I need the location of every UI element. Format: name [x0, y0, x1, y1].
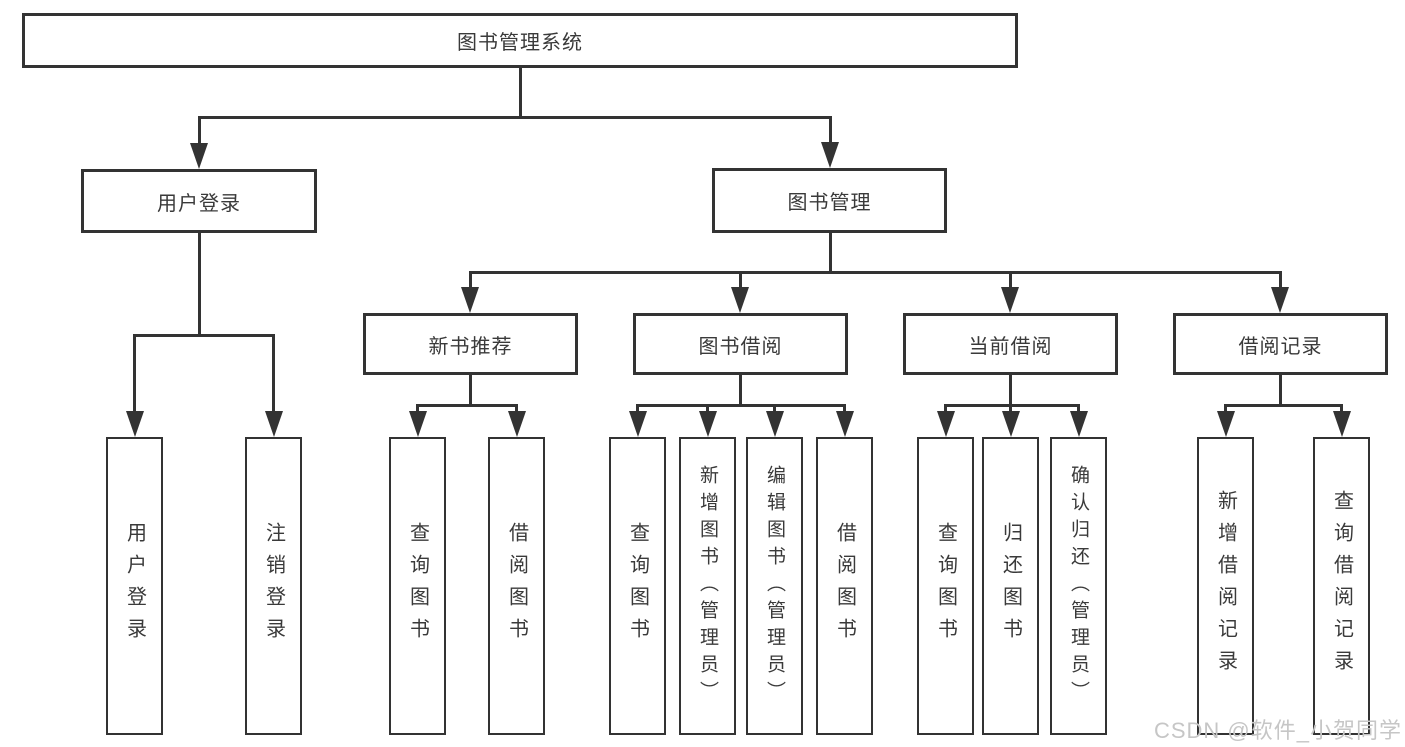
connector-line: [197, 233, 201, 335]
connector-line: [1008, 272, 1012, 292]
connector-line: [515, 405, 518, 415]
leaf-edit-books-admin: 编辑图书（管理员）: [746, 437, 803, 735]
node-label: 确认归还（管理员）: [1068, 464, 1089, 708]
arrow-down-icon: [507, 411, 526, 437]
arrow-down-icon: [1069, 411, 1088, 437]
connector-line: [738, 375, 742, 406]
connector-line: [843, 405, 846, 415]
leaf-logout: 注销登录: [245, 437, 302, 735]
connector-line: [133, 333, 275, 337]
arrow-down-icon: [765, 411, 784, 437]
node-label: 借阅记录: [1238, 335, 1323, 358]
leaf-add-borrow-record: 新增借阅记录: [1197, 437, 1254, 735]
leaf-return-books: 归还图书: [982, 437, 1039, 735]
node-label: 查询借阅记录: [1330, 490, 1353, 682]
arrow-down-icon: [821, 142, 839, 168]
node-label: 当前借阅: [968, 335, 1053, 358]
connector-line: [133, 335, 136, 414]
node-label: 图书管理系统: [457, 32, 583, 54]
connector-line: [197, 115, 832, 119]
arrow-down-icon: [190, 143, 208, 169]
node-label: 用户登录: [123, 522, 146, 650]
node-label: 新增借阅记录: [1214, 490, 1237, 682]
leaf-borrow-books-2: 借阅图书: [816, 437, 873, 735]
leaf-query-books-3: 查询图书: [917, 437, 974, 735]
connector-line: [1077, 405, 1080, 415]
arrow-down-icon: [1001, 287, 1019, 313]
node-label: 查询图书: [626, 522, 649, 650]
node-label: 查询图书: [934, 522, 957, 650]
connector-line: [518, 68, 522, 117]
leaf-query-books: 查询图书: [389, 437, 446, 735]
node-label: 图书借阅: [698, 335, 783, 358]
leaf-borrow-books: 借阅图书: [488, 437, 545, 735]
connector-line: [706, 405, 709, 415]
connector-line: [468, 270, 1282, 274]
connector-line: [468, 375, 472, 406]
connector-line: [1340, 405, 1343, 415]
leaf-confirm-return-admin: 确认归还（管理员）: [1050, 437, 1107, 735]
arrow-down-icon: [936, 411, 955, 437]
node-new-book-recommend: 新书推荐: [363, 313, 578, 375]
node-label: 编辑图书（管理员）: [764, 464, 785, 708]
node-label: 图书管理: [787, 192, 872, 214]
connector-line: [197, 117, 201, 148]
connector-line: [636, 405, 639, 415]
arrow-down-icon: [1271, 287, 1289, 313]
arrow-down-icon: [628, 411, 647, 437]
connector-line: [944, 403, 1080, 407]
arrow-down-icon: [461, 287, 479, 313]
leaf-query-books-2: 查询图书: [609, 437, 666, 735]
arrow-down-icon: [1216, 411, 1235, 437]
connector-line: [1008, 375, 1012, 406]
connector-line: [1009, 405, 1012, 415]
node-label: 借阅图书: [505, 522, 528, 650]
node-user-login: 用户登录: [81, 169, 317, 233]
leaf-add-books-admin: 新增图书（管理员）: [679, 437, 736, 735]
connector-line: [416, 403, 518, 407]
arrow-down-icon: [1332, 411, 1351, 437]
connector-line: [944, 405, 947, 415]
node-label: 借阅图书: [833, 522, 856, 650]
arrow-down-icon: [408, 411, 427, 437]
connector-line: [1278, 272, 1282, 292]
node-label: 归还图书: [999, 522, 1022, 650]
node-label: 新书推荐: [428, 335, 513, 358]
leaf-query-borrow-record: 查询借阅记录: [1313, 437, 1370, 735]
node-current-borrowing: 当前借阅: [903, 313, 1118, 375]
csdn-watermark: CSDN @软件_小贺同学: [1153, 718, 1402, 743]
connector-line: [1224, 405, 1227, 415]
arrow-down-icon: [731, 287, 749, 313]
arrow-down-icon: [698, 411, 717, 437]
connector-line: [468, 272, 472, 292]
connector-line: [636, 403, 846, 407]
connector-line: [272, 335, 275, 414]
node-borrow-records: 借阅记录: [1173, 313, 1388, 375]
connector-line: [828, 233, 832, 273]
node-book-management: 图书管理: [712, 168, 947, 233]
node-book-borrowing: 图书借阅: [633, 313, 848, 375]
leaf-user-login: 用户登录: [106, 437, 163, 735]
node-label: 注销登录: [262, 522, 285, 650]
arrow-down-icon: [125, 411, 144, 437]
node-library-management-system: 图书管理系统: [22, 13, 1018, 68]
arrow-down-icon: [835, 411, 854, 437]
connector-line: [1224, 403, 1343, 407]
node-label: 用户登录: [157, 192, 241, 215]
connector-line: [828, 117, 832, 148]
arrow-down-icon: [1001, 411, 1020, 437]
arrow-down-icon: [264, 411, 283, 437]
connector-line: [773, 405, 776, 415]
connector-line: [738, 272, 742, 292]
node-label: 新增图书（管理员）: [697, 464, 718, 708]
node-label: 查询图书: [406, 522, 429, 650]
connector-line: [1278, 375, 1282, 406]
connector-line: [416, 405, 419, 415]
